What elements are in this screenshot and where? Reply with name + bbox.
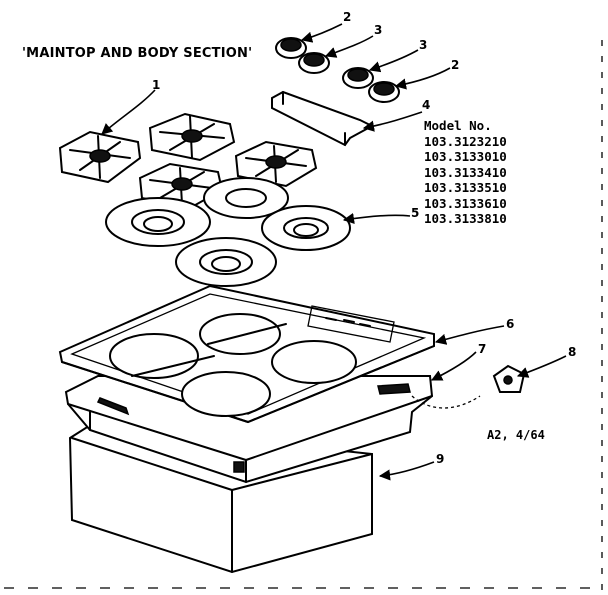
callout-1: 1 [152,78,161,92]
control-knob-3-right [342,67,374,89]
leader-1 [101,89,156,135]
drip-pan-left [105,197,211,247]
callout-9: 9 [436,452,445,466]
model-number-header: Model No. [424,118,492,133]
model-number: 103.3133810 [424,211,507,226]
callout-4: 4 [422,98,431,112]
drawing-stamp: A2, 4/64 [487,428,545,442]
callout-8: 8 [568,345,577,359]
callout-3-right: 3 [419,38,428,52]
burner-grate-back-left [58,130,142,184]
control-knob-3-left [298,52,330,74]
drip-pan-front [175,237,277,287]
callout-2-right: 2 [451,58,460,72]
leader-2-left [300,23,343,43]
control-knob-2-left [275,37,307,59]
leader-7 [430,351,477,381]
callout-5: 5 [411,206,420,220]
model-number-list: Model No. 103.3123210 103.3133010 103.31… [424,118,507,227]
model-number: 103.3133410 [424,164,507,180]
drip-pan-right [261,205,351,251]
callout-6: 6 [506,317,515,331]
part-8-connector [411,364,526,409]
callout-2-left: 2 [343,10,352,24]
drip-pan-center [203,177,289,219]
leader-2-right [394,67,451,90]
model-number: 103.3133510 [424,180,507,195]
leader-9 [378,461,435,481]
model-number: 103.3133010 [424,149,507,164]
burner-grate-front-right [234,140,318,188]
main-top [58,284,435,424]
section-title: 'MAINTOP AND BODY SECTION' [22,46,253,61]
burner-grate-front-left [138,162,224,210]
control-knob-2-right [368,81,400,103]
burner-grate-back-right [148,112,236,162]
callout-3-left: 3 [374,23,383,37]
model-number: 103.3133610 [424,195,507,211]
leader-3-right [368,49,419,73]
leader-3-left [324,35,374,58]
leader-6 [434,325,505,345]
leader-8 [516,355,567,378]
model-number: 103.3123210 [424,133,507,149]
callout-7: 7 [478,342,487,356]
leader-5 [342,212,411,225]
control-panel-bracket [271,90,375,147]
leader-4 [362,111,423,132]
